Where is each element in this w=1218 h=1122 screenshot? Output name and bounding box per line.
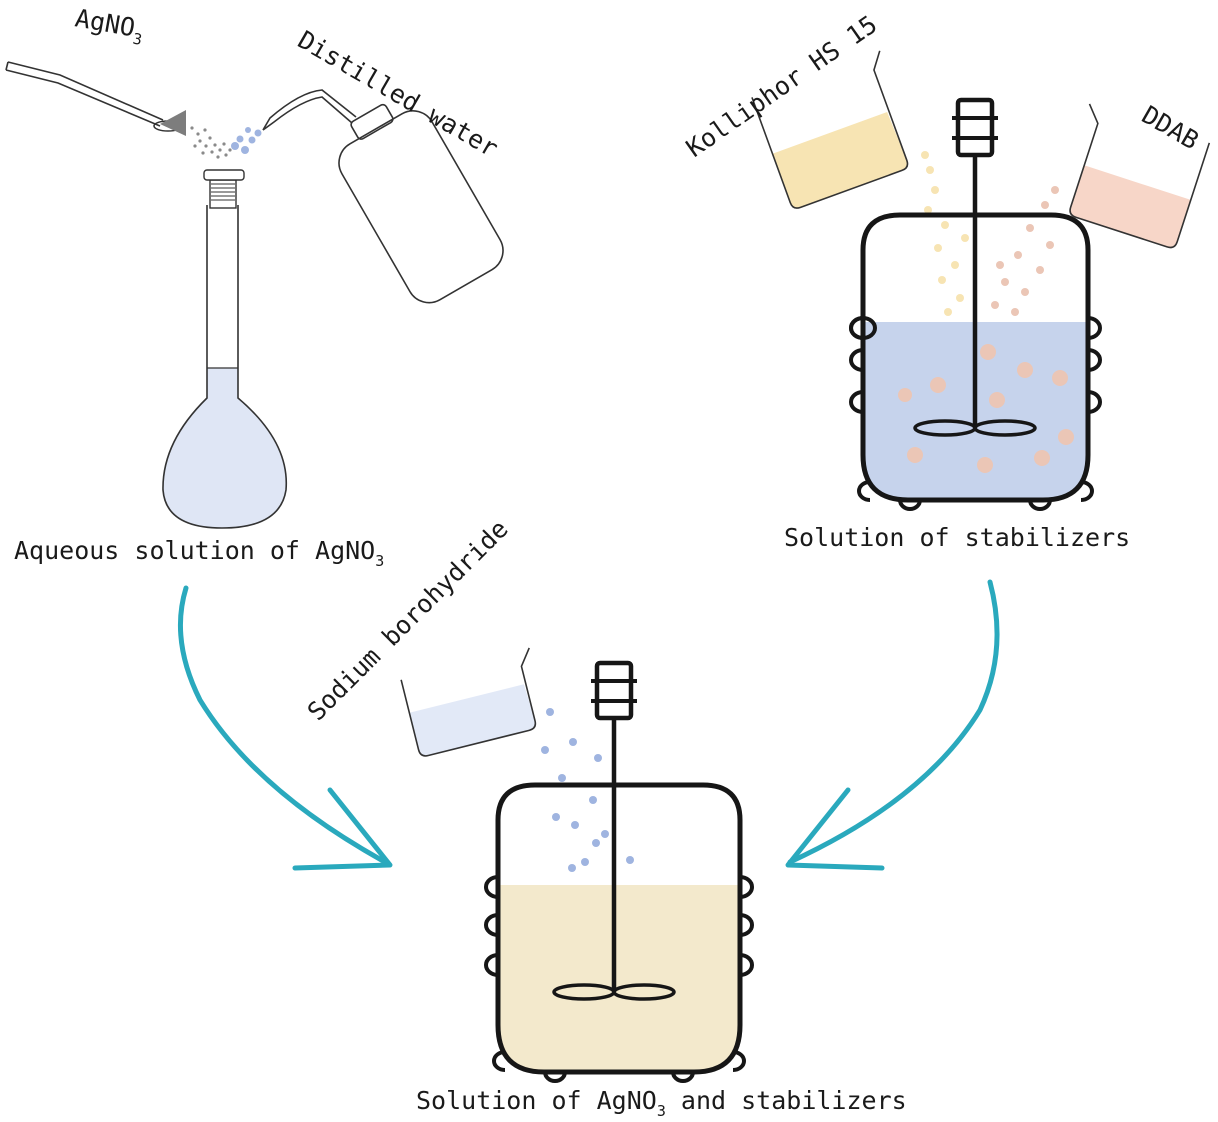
final-reactor-icon bbox=[484, 660, 754, 1083]
flask-liquid bbox=[162, 368, 287, 528]
ddab-beaker-icon bbox=[1069, 103, 1211, 249]
borohydride-beaker-icon bbox=[400, 647, 537, 757]
left-arrow-icon bbox=[177, 585, 393, 871]
final-solution-label: Solution of AgNO3 and stabilizers bbox=[416, 1086, 907, 1120]
stirrer-icon bbox=[913, 97, 1037, 437]
water-drops bbox=[231, 127, 262, 154]
solution-of-stabilizers-label: Solution of stabilizers bbox=[784, 523, 1130, 552]
volumetric-flask-icon bbox=[162, 169, 288, 529]
stabilizer-particles bbox=[898, 344, 1074, 473]
kolliphor-drops bbox=[921, 151, 969, 316]
borohydride-liquid bbox=[409, 684, 536, 756]
final-stirrer-icon bbox=[552, 660, 676, 1001]
stabilizer-reactor-icon bbox=[849, 97, 1102, 511]
spatula-icon bbox=[5, 61, 186, 136]
ddab-drops bbox=[991, 186, 1059, 316]
borohydride-drops bbox=[541, 708, 634, 872]
wash-bottle-icon bbox=[262, 89, 504, 304]
ddab-liquid bbox=[1070, 165, 1191, 248]
right-arrow-icon bbox=[785, 579, 1000, 871]
agno3-powder bbox=[190, 126, 232, 159]
distilled-water-label: Distilled water bbox=[293, 25, 503, 163]
kolliphor-liquid bbox=[772, 111, 908, 209]
aqueous-solution-label: Aqueous solution of AgNO3 bbox=[14, 536, 384, 570]
kolliphor-beaker-icon bbox=[751, 50, 909, 209]
ddab-label: DDAB bbox=[1137, 100, 1204, 155]
agno3-label: AgNO3 bbox=[72, 3, 146, 49]
final-liquid bbox=[498, 885, 740, 1072]
